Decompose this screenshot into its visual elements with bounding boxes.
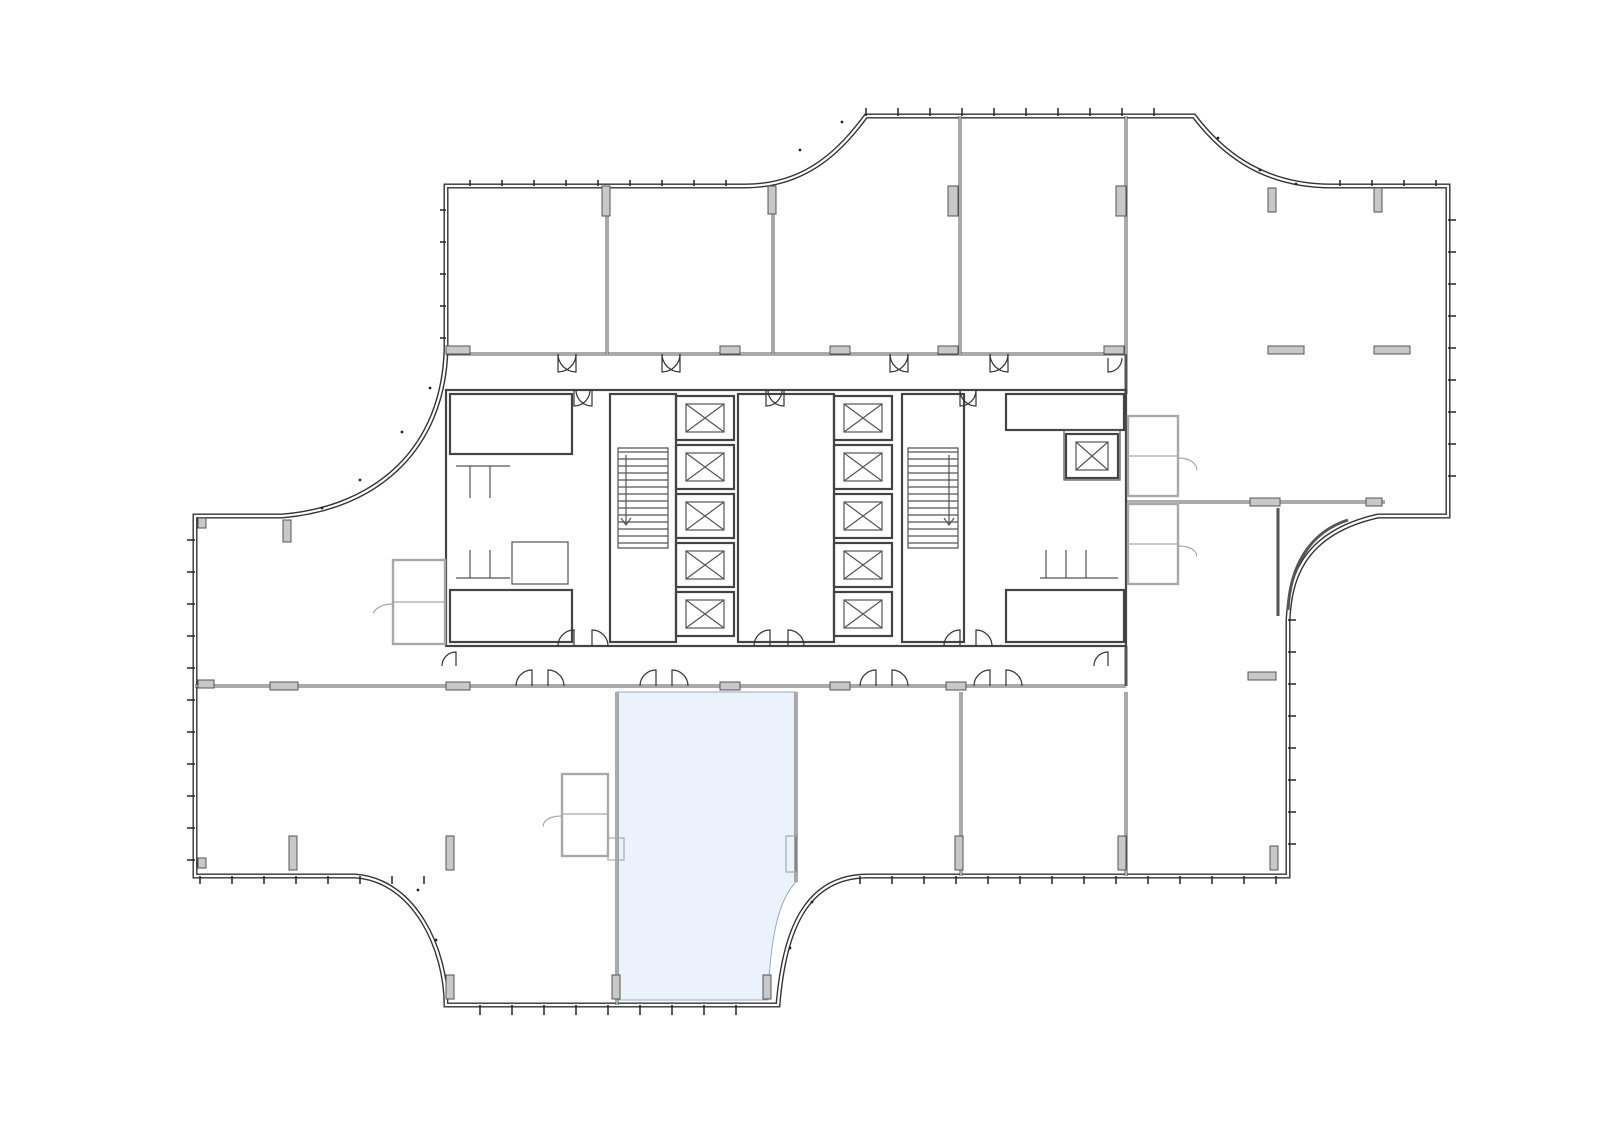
elevator-x-icon xyxy=(832,394,894,442)
restroom-fixtures xyxy=(456,465,1118,579)
elevator-x-icon xyxy=(674,394,736,442)
selected-unit[interactable] xyxy=(616,691,797,1001)
elevator-x-icon xyxy=(674,443,736,491)
elevator-x-icon xyxy=(674,492,736,540)
partition-walls xyxy=(195,116,1385,1005)
building-core xyxy=(444,388,1128,648)
elevator-x-icon xyxy=(832,590,894,638)
exterior-wall xyxy=(192,113,1451,1008)
stair-icon xyxy=(618,451,958,544)
elevator-x-icon xyxy=(1064,432,1120,480)
exterior-wall-inner xyxy=(193,114,1450,1007)
window-mullions xyxy=(187,108,1456,1015)
elevator-x-icon xyxy=(832,541,894,589)
accessible-restroom-units xyxy=(372,414,1198,873)
elevator-x-icon xyxy=(674,541,736,589)
elevator-x-icon xyxy=(832,492,894,540)
door-swings xyxy=(441,353,1123,687)
elevator-x-icon xyxy=(674,590,736,638)
elevator-bank xyxy=(674,394,1120,638)
elevator-x-icon xyxy=(832,443,894,491)
structural-columns xyxy=(197,185,1411,1000)
